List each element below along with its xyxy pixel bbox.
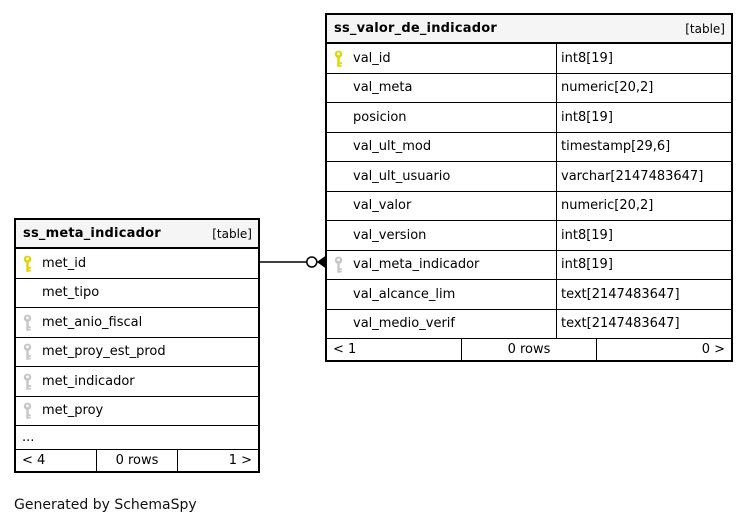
column-name: posicion: [353, 109, 407, 125]
column-name: met_id: [42, 255, 87, 271]
column-row: met_tipo: [16, 278, 258, 308]
table-node-ss-meta-indicador: ss_meta_indicador [table] met_id met_tipo…: [14, 218, 260, 473]
foreign-key-icon: [333, 256, 344, 274]
foreign-key-icon: [22, 402, 33, 420]
column-name: met_proy_est_prod: [42, 344, 166, 360]
column-name: met_indicador: [42, 373, 135, 389]
foreign-key-icon: [22, 314, 33, 331]
column-name: val_version: [353, 227, 427, 243]
column-name-cell: val_meta_indicador: [327, 251, 556, 280]
footer-parents-count: < 1: [327, 339, 462, 360]
column-name-cell: val_version: [327, 221, 556, 250]
footer-row-count: 0 rows: [97, 450, 178, 471]
column-name-cell: met_indicador: [16, 367, 258, 396]
primary-key-icon: [22, 255, 33, 272]
column-type: text[2147483647]: [556, 280, 731, 309]
column-name-cell: met_proy_est_prod: [16, 338, 258, 367]
table-footer: < 4 0 rows 1 >: [16, 450, 258, 471]
column-type: numeric[20,2]: [556, 191, 731, 220]
column-name: met_anio_fiscal: [42, 314, 143, 330]
column-name-cell: met_tipo: [16, 279, 258, 308]
column-name-cell: met_proy: [16, 397, 258, 426]
column-name: val_meta: [353, 80, 413, 96]
table-node-ss-valor-de-indicador: ss_valor_de_indicador [table] val_id int8…: [325, 13, 733, 362]
column-name-cell: val_meta: [327, 74, 556, 103]
column-row: val_alcance_lim text[2147483647]: [327, 280, 731, 310]
column-type: text[2147483647]: [556, 309, 731, 338]
table-type-badge: [table]: [685, 21, 725, 36]
table-header[interactable]: ss_meta_indicador [table]: [16, 220, 258, 249]
column-name: val_valor: [353, 198, 412, 214]
column-row: met_proy: [16, 396, 258, 426]
column-name: val_ult_usuario: [353, 168, 451, 184]
column-row: val_ult_usuario varchar[2147483647]: [327, 162, 731, 192]
primary-key-icon: [333, 50, 344, 67]
column-name: val_medio_verif: [353, 316, 455, 332]
column-type: int8[19]: [556, 250, 731, 279]
footer-parents-count: < 4: [16, 450, 97, 471]
cardinality-arrowhead-icon: [316, 256, 325, 268]
column-name: met_tipo: [42, 285, 100, 301]
column-name: val_ult_mod: [353, 139, 432, 155]
column-type: timestamp[29,6]: [556, 132, 731, 161]
column-name-cell: val_id: [327, 44, 556, 73]
column-row: met_proy_est_prod: [16, 337, 258, 367]
column-type: int8[19]: [556, 103, 731, 132]
foreign-key-icon: [22, 373, 33, 390]
column-row: met_id: [16, 249, 258, 279]
cardinality-circle-icon: [306, 256, 318, 268]
column-name-cell: val_valor: [327, 192, 556, 221]
column-row: val_id int8[19]: [327, 44, 731, 74]
table-title[interactable]: ss_valor_de_indicador: [334, 21, 497, 36]
column-name-cell: val_medio_verif: [327, 310, 556, 339]
column-row: val_version int8[19]: [327, 221, 731, 251]
column-row: met_anio_fiscal: [16, 308, 258, 338]
footer-row-count: 0 rows: [462, 339, 597, 360]
column-type: numeric[20,2]: [556, 73, 731, 102]
column-row: val_meta_indicador int8[19]: [327, 250, 731, 280]
column-row: val_valor numeric[20,2]: [327, 191, 731, 221]
table-title[interactable]: ss_meta_indicador: [23, 226, 161, 241]
column-name-cell: val_ult_mod: [327, 133, 556, 162]
table-header[interactable]: ss_valor_de_indicador [table]: [327, 15, 731, 44]
column-name-cell: posicion: [327, 103, 556, 132]
table-columns: met_id met_tipo met_anio_fiscal met_proy_es…: [16, 249, 258, 426]
footer-children-count: 0 >: [701, 342, 725, 357]
column-row: val_ult_mod timestamp[29,6]: [327, 132, 731, 162]
column-name-cell: val_alcance_lim: [327, 280, 556, 309]
column-row: val_medio_verif text[2147483647]: [327, 309, 731, 339]
column-name: val_meta_indicador: [353, 257, 480, 273]
ellipsis-label: ...: [22, 430, 35, 445]
column-row: val_meta numeric[20,2]: [327, 73, 731, 103]
column-row: posicion int8[19]: [327, 103, 731, 133]
column-type: int8[19]: [556, 44, 731, 73]
table-footer: < 1 0 rows 0 >: [327, 339, 731, 360]
column-type: int8[19]: [556, 221, 731, 250]
column-name: val_id: [353, 50, 391, 66]
column-row: met_indicador: [16, 367, 258, 397]
column-name-cell: met_anio_fiscal: [16, 308, 258, 337]
column-name-cell: met_id: [16, 249, 258, 278]
foreign-key-icon: [22, 343, 33, 361]
table-type-badge: [table]: [212, 226, 252, 241]
column-name: val_alcance_lim: [353, 286, 456, 302]
column-name: met_proy: [42, 403, 104, 419]
hidden-columns-ellipsis: ...: [16, 426, 258, 450]
column-name-cell: val_ult_usuario: [327, 162, 556, 191]
footer-children-count: 1 >: [228, 453, 252, 468]
generated-by-note: Generated by SchemaSpy: [14, 497, 197, 513]
column-type: varchar[2147483647]: [556, 162, 731, 191]
